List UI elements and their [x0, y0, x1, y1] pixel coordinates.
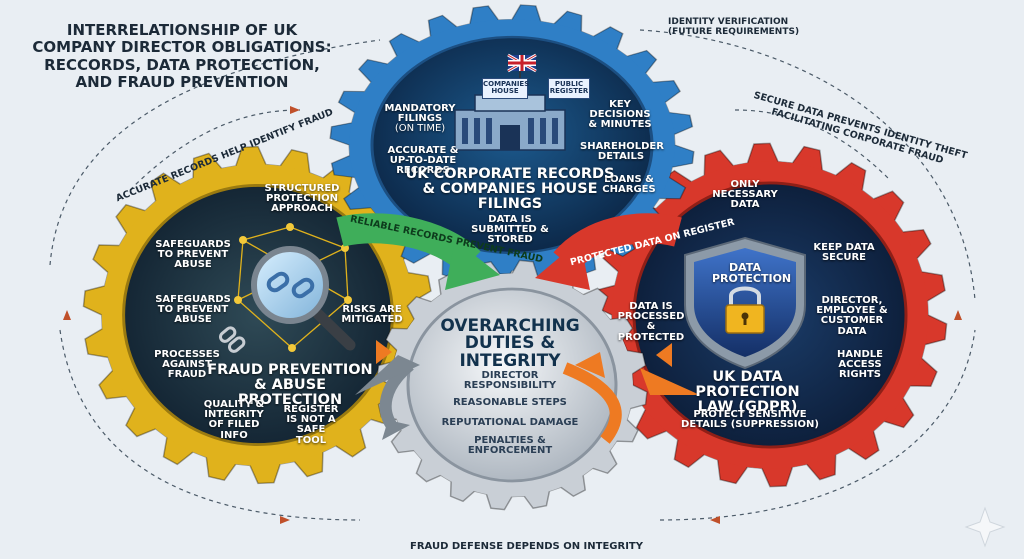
keep-data-secure-label: KEEP DATA SECURE [813, 242, 875, 264]
handle-access-label: HANDLE ACCESS RIGHTS [837, 349, 883, 381]
top-gear-title: UK CORPORATE RECORDS & COMPANIES HOUSE F… [392, 167, 628, 211]
top-gear-title-line1: UK CORPORATE RECORDS [405, 166, 615, 182]
right-gear-title-line2: LAW (GDPR) [697, 398, 798, 415]
processes-label: PROCESSES AGAINST FRAUD [154, 349, 220, 381]
top-gear-title-line2: & COMPANIES HOUSE FILINGS [422, 180, 598, 212]
accurate-records-label: ACCURATE & UP-TO-DATE RECORDS [387, 145, 459, 177]
dashed-connectors [49, 29, 976, 521]
loans-charges-label: LOANS & CHARGES [602, 174, 656, 196]
protect-sensitive-label: PROTECT SENSITIVE DETAILS (SUPPRESSION) [681, 409, 819, 431]
hub-cycle-arrows [355, 352, 700, 444]
mandatory-filings-sub: (ON TIME) [394, 123, 446, 135]
structured-approach-label: STRUCTURED PROTECTION APPROACH [264, 183, 340, 215]
risks-mitigated-label: RISKS ARE MITIGATED [341, 304, 403, 326]
quality-integrity-label: QUALITY & INTEGRITY OF FILED INFO [203, 399, 265, 441]
register-not-safe-label: REGISTER IS NOT A SAFE TOOL [283, 404, 339, 446]
safeguards-label-2: SAFEGUARDS TO PREVENT ABUSE [155, 294, 231, 326]
left-gear-title: FRAUD PREVENTION & ABUSE PROTECTION [200, 363, 380, 407]
red-connector-arrow [535, 213, 682, 290]
mandatory-filings-label: MANDATORY FILINGS (ON TIME) [380, 103, 460, 135]
hub-item-responsibility: DIRECTOR RESPONSIBILITY [463, 370, 557, 392]
magnifier-broken-chain-icon [234, 223, 356, 352]
identity-note-line1: IDENTITY VERIFICATION [668, 17, 789, 27]
left-gear-title-line1: FRAUD PREVENTION [207, 362, 373, 378]
chain-link-icon [218, 326, 246, 353]
left-gear-title-line2: & ABUSE PROTECTION [237, 376, 343, 408]
hub-title-line2: DUTIES & [464, 333, 556, 354]
hub-item-reasonable-steps: REASONABLE STEPS [453, 397, 567, 408]
public-register-plate: PUBLIC REGISTER [548, 78, 590, 99]
right-gear-title-line1: UK DATA PROTECTION [695, 369, 800, 400]
companies-house-building-icon [454, 55, 566, 151]
key-decisions-label: KEY DECISIONS & MINUTES [588, 99, 652, 131]
connector-arrowheads [63, 106, 962, 524]
right-gear-title: UK DATA PROTECTION LAW (GDPR) [660, 370, 835, 414]
data-submitted-label: DATA IS SUBMITTED & STORED [471, 214, 549, 246]
identity-note: IDENTITY VERIFICATION (FUTURE REQUIREMEN… [668, 17, 799, 37]
inner-pointer-arrows [376, 340, 672, 367]
data-processed-label: DATA IS PROCESSED & PROTECTED [617, 301, 685, 343]
shield-padlock-icon [684, 236, 806, 370]
hub-item-reputational-damage: REPUTATIONAL DAMAGE [441, 417, 579, 428]
fraud-defense-note: FRAUD DEFENSE DEPENDS ON INTEGRITY [410, 541, 643, 552]
hub-gear-ring [376, 259, 648, 511]
page-title: INTERRELATIONSHIP OF UK COMPANY DIRECTOR… [32, 21, 332, 91]
companies-house-plate: COMPANIES HOUSE [482, 78, 529, 99]
mandatory-filings-text: MANDATORY FILINGS [384, 103, 456, 125]
hub-title-line1: OVERARCHING [440, 316, 580, 336]
hub-title-line3: INTEGRITY [459, 350, 561, 371]
hub-title: OVERARCHING DUTIES & INTEGRITY [430, 316, 590, 371]
identity-note-line2: (FUTURE REQUIREMENTS) [668, 27, 800, 37]
shield-label: DATA PROTECTION [712, 261, 792, 286]
sparkle-icon [964, 506, 1006, 548]
shareholder-details-label: SHAREHOLDER DETAILS [580, 141, 664, 163]
only-necessary-data-label: ONLY NECESSARY DATA [712, 179, 778, 211]
safeguards-label-1: SAFEGUARDS TO PREVENT ABUSE [155, 239, 231, 271]
union-jack-flag-icon [507, 53, 537, 73]
director-data-label: DIRECTOR, EMPLOYEE & CUSTOMER DATA [816, 295, 888, 337]
hub-item-penalties: PENALTIES & ENFORCEMENT [467, 435, 553, 457]
green-connector-arrow [336, 213, 500, 290]
